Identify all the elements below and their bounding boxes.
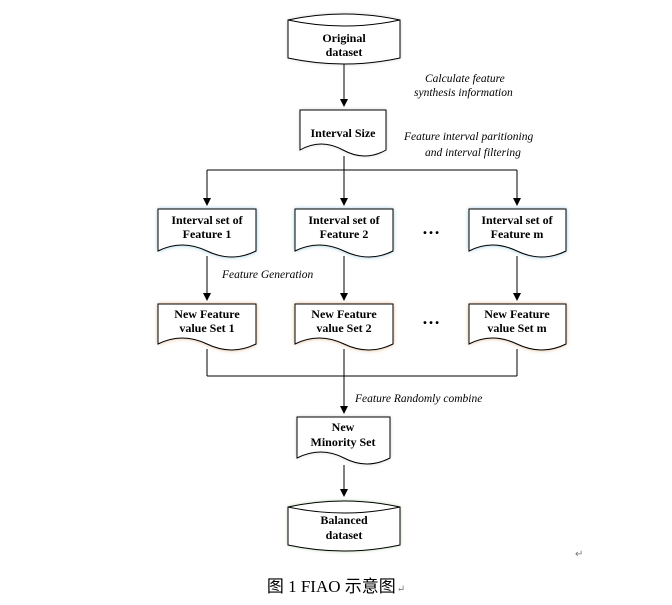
annotation-calculate-2: synthesis information xyxy=(414,87,513,99)
figure-caption: 图 1 FIAO 示意图↵ xyxy=(0,572,672,597)
balanced-dataset-label-2: dataset xyxy=(326,528,363,542)
interval-set-m-node: Interval set of Feature m xyxy=(468,208,567,258)
interval-size-node: Interval Size xyxy=(299,109,387,157)
interval-set-1-node: Interval set of Feature 1 xyxy=(157,208,257,258)
interval-size-label: Interval Size xyxy=(311,126,377,140)
interval-set-m-label-2: Feature m xyxy=(491,227,544,241)
new-feature-2-label-1: New Feature xyxy=(311,307,377,321)
annotation-partitioning-2: and interval filtering xyxy=(425,147,521,159)
annotation-randomly-combine: Feature Randomly combine xyxy=(354,393,482,405)
annotation-feature-generation: Feature Generation xyxy=(221,269,313,281)
interval-set-1-label-1: Interval set of xyxy=(171,213,243,227)
figure-caption-text: 图 1 FIAO 示意图 xyxy=(266,577,396,596)
ellipsis-interval-sets: … xyxy=(422,218,440,238)
balanced-dataset-label-1: Balanced xyxy=(320,513,368,527)
new-feature-2-node: New Feature value Set 2 xyxy=(294,303,394,351)
new-feature-m-label-2: value Set m xyxy=(487,321,546,335)
original-dataset-node: Original dataset xyxy=(287,13,401,65)
new-feature-2-label-2: value Set 2 xyxy=(316,321,371,335)
original-dataset-label-2: dataset xyxy=(326,45,363,59)
interval-set-m-label-1: Interval set of xyxy=(481,213,553,227)
interval-set-2-node: Interval set of Feature 2 xyxy=(294,208,394,258)
connectors xyxy=(203,63,521,497)
balanced-dataset-node: Balanced dataset xyxy=(287,500,401,552)
paragraph-mark-icon: ↵ xyxy=(575,549,584,560)
new-feature-1-label-2: value Set 1 xyxy=(179,321,234,335)
new-minority-set-label-2: Minority Set xyxy=(311,435,376,449)
paragraph-mark-icon: ↵ xyxy=(396,584,406,595)
new-minority-set-node: New Minority Set xyxy=(296,416,391,465)
annotation-calculate-1: Calculate feature xyxy=(425,73,505,85)
ellipsis-new-features: … xyxy=(422,308,440,328)
new-feature-m-node: New Feature value Set m xyxy=(468,303,567,351)
interval-set-1-label-2: Feature 1 xyxy=(183,227,232,241)
new-feature-m-label-1: New Feature xyxy=(484,307,550,321)
original-dataset-label-1: Original xyxy=(322,31,366,45)
interval-set-2-label-1: Interval set of xyxy=(308,213,380,227)
annotation-partitioning-1: Feature interval paritioning xyxy=(403,131,534,143)
new-minority-set-label-1: New xyxy=(332,420,355,434)
interval-set-2-label-2: Feature 2 xyxy=(320,227,369,241)
new-feature-1-node: New Feature value Set 1 xyxy=(157,303,257,351)
new-feature-1-label-1: New Feature xyxy=(174,307,240,321)
